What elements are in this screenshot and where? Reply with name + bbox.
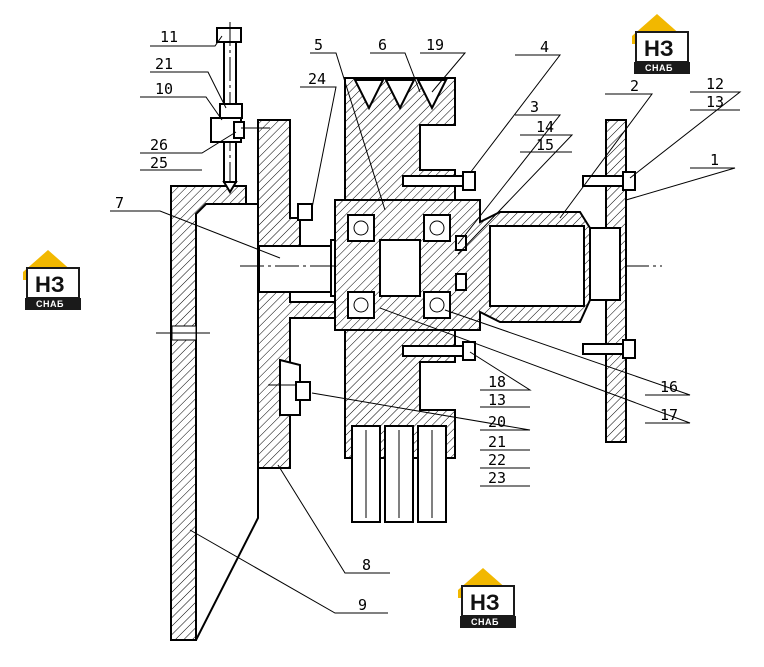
callout-14: 14 — [536, 118, 554, 136]
logo-sub-text: СНАБ — [471, 617, 499, 627]
tension-bolt — [210, 22, 270, 194]
callout-12: 12 — [706, 75, 724, 93]
callout-6: 6 — [378, 36, 387, 54]
callout-15: 15 — [536, 136, 554, 154]
callout-9: 9 — [358, 596, 367, 614]
callout-3: 3 — [530, 98, 539, 116]
callout-5: 5 — [314, 36, 323, 54]
logo-main-text: НЗ — [35, 272, 65, 297]
watermark-logo-left: НЗ СНАБ — [23, 250, 81, 310]
callout-16: 16 — [660, 378, 678, 396]
logo-sub-text: СНАБ — [36, 299, 64, 309]
callout-13-bottom: 13 — [488, 391, 506, 409]
callout-22: 22 — [488, 451, 506, 469]
callout-26: 26 — [150, 136, 168, 154]
base-frame — [156, 185, 259, 641]
callout-1: 1 — [710, 151, 719, 169]
callout-21-top: 21 — [155, 55, 173, 73]
callout-11: 11 — [160, 28, 178, 46]
hub-housing — [334, 199, 591, 331]
bolts — [295, 171, 636, 401]
callout-23: 23 — [488, 469, 506, 487]
callout-18: 18 — [488, 373, 506, 391]
callout-4: 4 — [540, 38, 549, 56]
callout-24: 24 — [308, 70, 326, 88]
callout-13-top: 13 — [706, 93, 724, 111]
watermark-logo-bottom: НЗ СНАБ — [458, 568, 516, 628]
flange — [589, 119, 627, 443]
callout-labels: 11 21 10 26 25 24 5 6 19 4 3 14 15 2 12 … — [115, 28, 724, 614]
bracket-plate — [257, 119, 336, 469]
callout-19: 19 — [426, 36, 444, 54]
logo-main-text: НЗ — [470, 590, 500, 615]
leader-lines — [110, 35, 742, 614]
callout-10: 10 — [155, 80, 173, 98]
callout-8: 8 — [362, 556, 371, 574]
callout-2: 2 — [630, 77, 639, 95]
callout-7: 7 — [115, 194, 124, 212]
callout-20: 20 — [488, 413, 506, 431]
callout-17: 17 — [660, 406, 678, 424]
watermark-logo-top-right: НЗ СНАБ — [632, 14, 690, 74]
callout-21-bottom: 21 — [488, 433, 506, 451]
logo-main-text: НЗ — [644, 36, 674, 61]
callout-25: 25 — [150, 154, 168, 172]
logo-sub-text: СНАБ — [645, 63, 673, 73]
